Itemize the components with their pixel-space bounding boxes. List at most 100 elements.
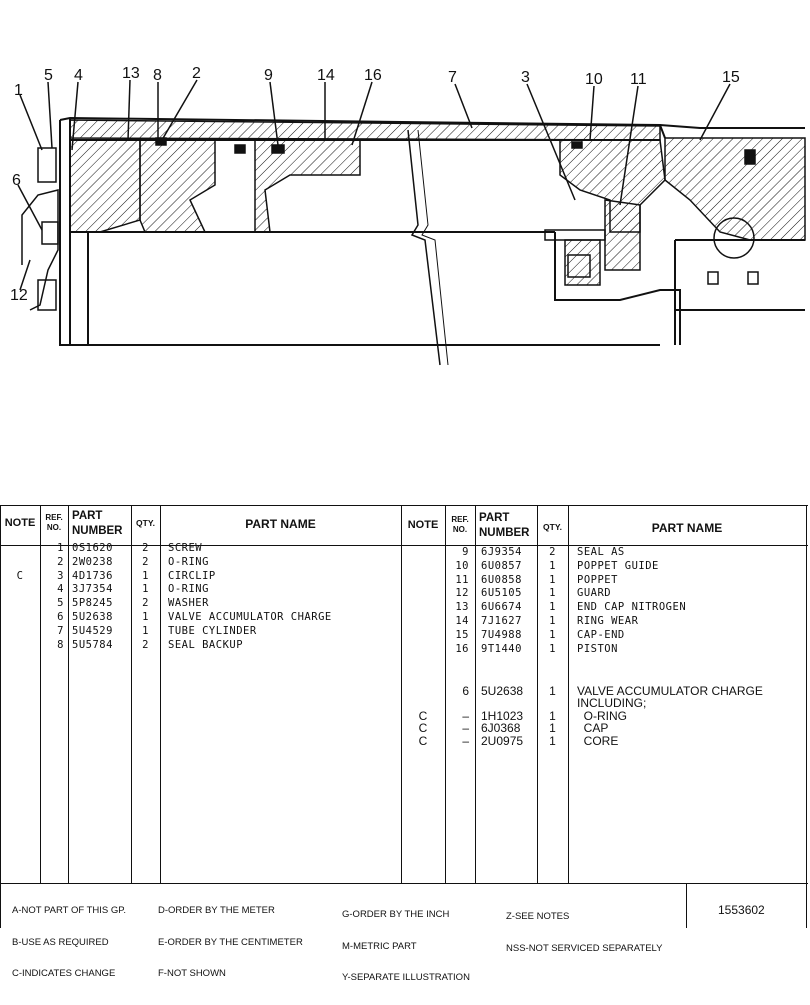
cell-part: 6U0857 <box>481 559 522 572</box>
cell-part: 6J0368 <box>481 721 521 736</box>
table-row: 7 5U4529 1 TUBE CYLINDER <box>0 625 401 639</box>
cell-note: C <box>16 569 24 582</box>
header-note-right: NOTE <box>407 519 439 531</box>
legend-e: E-ORDER BY THE CENTIMETER <box>158 936 303 948</box>
cell-name: TUBE CYLINDER <box>168 624 257 637</box>
cell-ref: 4 <box>57 583 64 596</box>
callout-5: 5 <box>44 67 53 84</box>
header-part-name: PART NAME <box>245 517 316 531</box>
cell-name: SEAL BACKUP <box>168 638 244 651</box>
cell-ref: 16 <box>455 642 469 655</box>
cell-part: 5U4529 <box>72 624 113 637</box>
legend-z: Z-SEE NOTES <box>506 911 570 922</box>
header-ref-right-line1: REF. <box>451 515 469 524</box>
cell-qty: 1 <box>142 583 149 596</box>
cell-name: CORE <box>577 733 619 748</box>
cell-ref: – <box>462 733 469 748</box>
callout-7: 7 <box>448 69 457 86</box>
cell-name: CAP-END <box>577 628 625 641</box>
cell-name: POPPET GUIDE <box>577 559 659 572</box>
callout-3: 3 <box>521 69 530 86</box>
cell-ref: 11 <box>455 573 469 586</box>
cell-ref: 8 <box>57 638 64 651</box>
cell-name: O-RING <box>168 583 209 596</box>
legend-a: A-NOT PART OF THIS GP. <box>12 905 127 916</box>
cell-ref: 6 <box>57 611 64 623</box>
cell-name: CAP <box>577 721 609 736</box>
cell-qty: 2 <box>142 542 149 554</box>
cell-qty: 1 <box>549 587 556 600</box>
cell-ref: 2 <box>57 555 64 568</box>
header-qty: QTY. <box>136 518 155 528</box>
cell-qty: 1 <box>142 624 149 637</box>
header-part-number: PART NUMBER <box>68 509 135 539</box>
legend-f: F-NOT SHOWN <box>158 968 226 979</box>
cell-name: WASHER <box>168 597 209 610</box>
cell-ref: 14 <box>455 615 469 627</box>
cell-part: 4D1736 <box>72 569 113 582</box>
cell-name: GUARD <box>577 587 612 600</box>
cell-qty: 1 <box>549 642 556 655</box>
drawing-number: 1553602 <box>718 903 765 917</box>
cell-ref: – <box>462 708 469 723</box>
callout-16: 16 <box>364 67 382 84</box>
callout-13: 13 <box>122 65 140 82</box>
cell-name: VALVE ACCUMULATOR CHARGE <box>577 684 763 698</box>
legend-col-1: A-NOT PART OF THIS GP. B-USE AS REQUIRED… <box>12 885 126 1001</box>
cell-qty: 2 <box>549 546 556 558</box>
header-part-right-line2: NUMBER <box>479 527 530 539</box>
header-qty-right: QTY. <box>543 522 562 532</box>
cell-part: 5U2638 <box>72 611 113 623</box>
callout-4: 4 <box>74 67 83 84</box>
legend-d: D-ORDER BY THE METER <box>158 905 275 916</box>
callout-6: 6 <box>12 172 21 189</box>
cell-qty: 1 <box>549 601 556 614</box>
cell-part: 0S1620 <box>72 542 113 554</box>
cell-name: INCLUDING; <box>577 696 647 711</box>
cell-part: 5P8245 <box>72 597 113 610</box>
cell-name: O-RING <box>168 555 209 568</box>
cell-ref: 3 <box>57 569 64 582</box>
cell-name: POPPET <box>577 573 618 586</box>
cell-ref: 7 <box>57 624 64 637</box>
callout-14: 14 <box>317 67 335 84</box>
cell-qty: 1 <box>549 559 556 572</box>
header-ref-line2: NO. <box>46 523 62 532</box>
cell-name: SEAL AS <box>577 546 625 558</box>
cell-part: 6J9354 <box>481 546 522 558</box>
cell-qty: 1 <box>549 733 556 748</box>
cell-qty: 1 <box>142 569 149 582</box>
cell-ref: 12 <box>455 587 469 600</box>
cell-ref: 5 <box>57 597 64 610</box>
accumulator-cross-section-drawing: 1 5 4 13 8 2 9 14 16 7 3 10 11 15 6 12 <box>10 65 806 366</box>
callout-10: 10 <box>585 71 603 88</box>
cell-name: CIRCLIP <box>168 569 216 582</box>
header-part-name-right: PART NAME <box>651 521 723 535</box>
legend-col-3: G-ORDER BY THE INCH M-METRIC PART Y-SEPA… <box>342 889 470 1005</box>
callout-11: 11 <box>630 71 647 88</box>
cell-part: 7U4988 <box>481 628 522 641</box>
cell-qty: 2 <box>142 555 149 568</box>
cell-qty: 1 <box>549 573 556 586</box>
cell-name: END CAP NITROGEN <box>577 601 687 614</box>
callout-2: 2 <box>192 65 201 82</box>
cell-part: 5U2638 <box>481 684 524 698</box>
legend-col-4: Z-SEE NOTES NSS-NOT SERVICED SEPARATELY <box>506 891 662 975</box>
table-row: C 3 4D1736 1 CIRCLIP <box>0 570 401 584</box>
callout-8: 8 <box>153 67 162 84</box>
table-row: INCLUDING; <box>401 696 806 711</box>
header-ref-line1: REF. <box>45 513 63 522</box>
cell-part: 2U0975 <box>481 733 524 748</box>
cell-part: 9T1440 <box>481 642 522 655</box>
legend-g: G-ORDER BY THE INCH <box>342 909 450 920</box>
